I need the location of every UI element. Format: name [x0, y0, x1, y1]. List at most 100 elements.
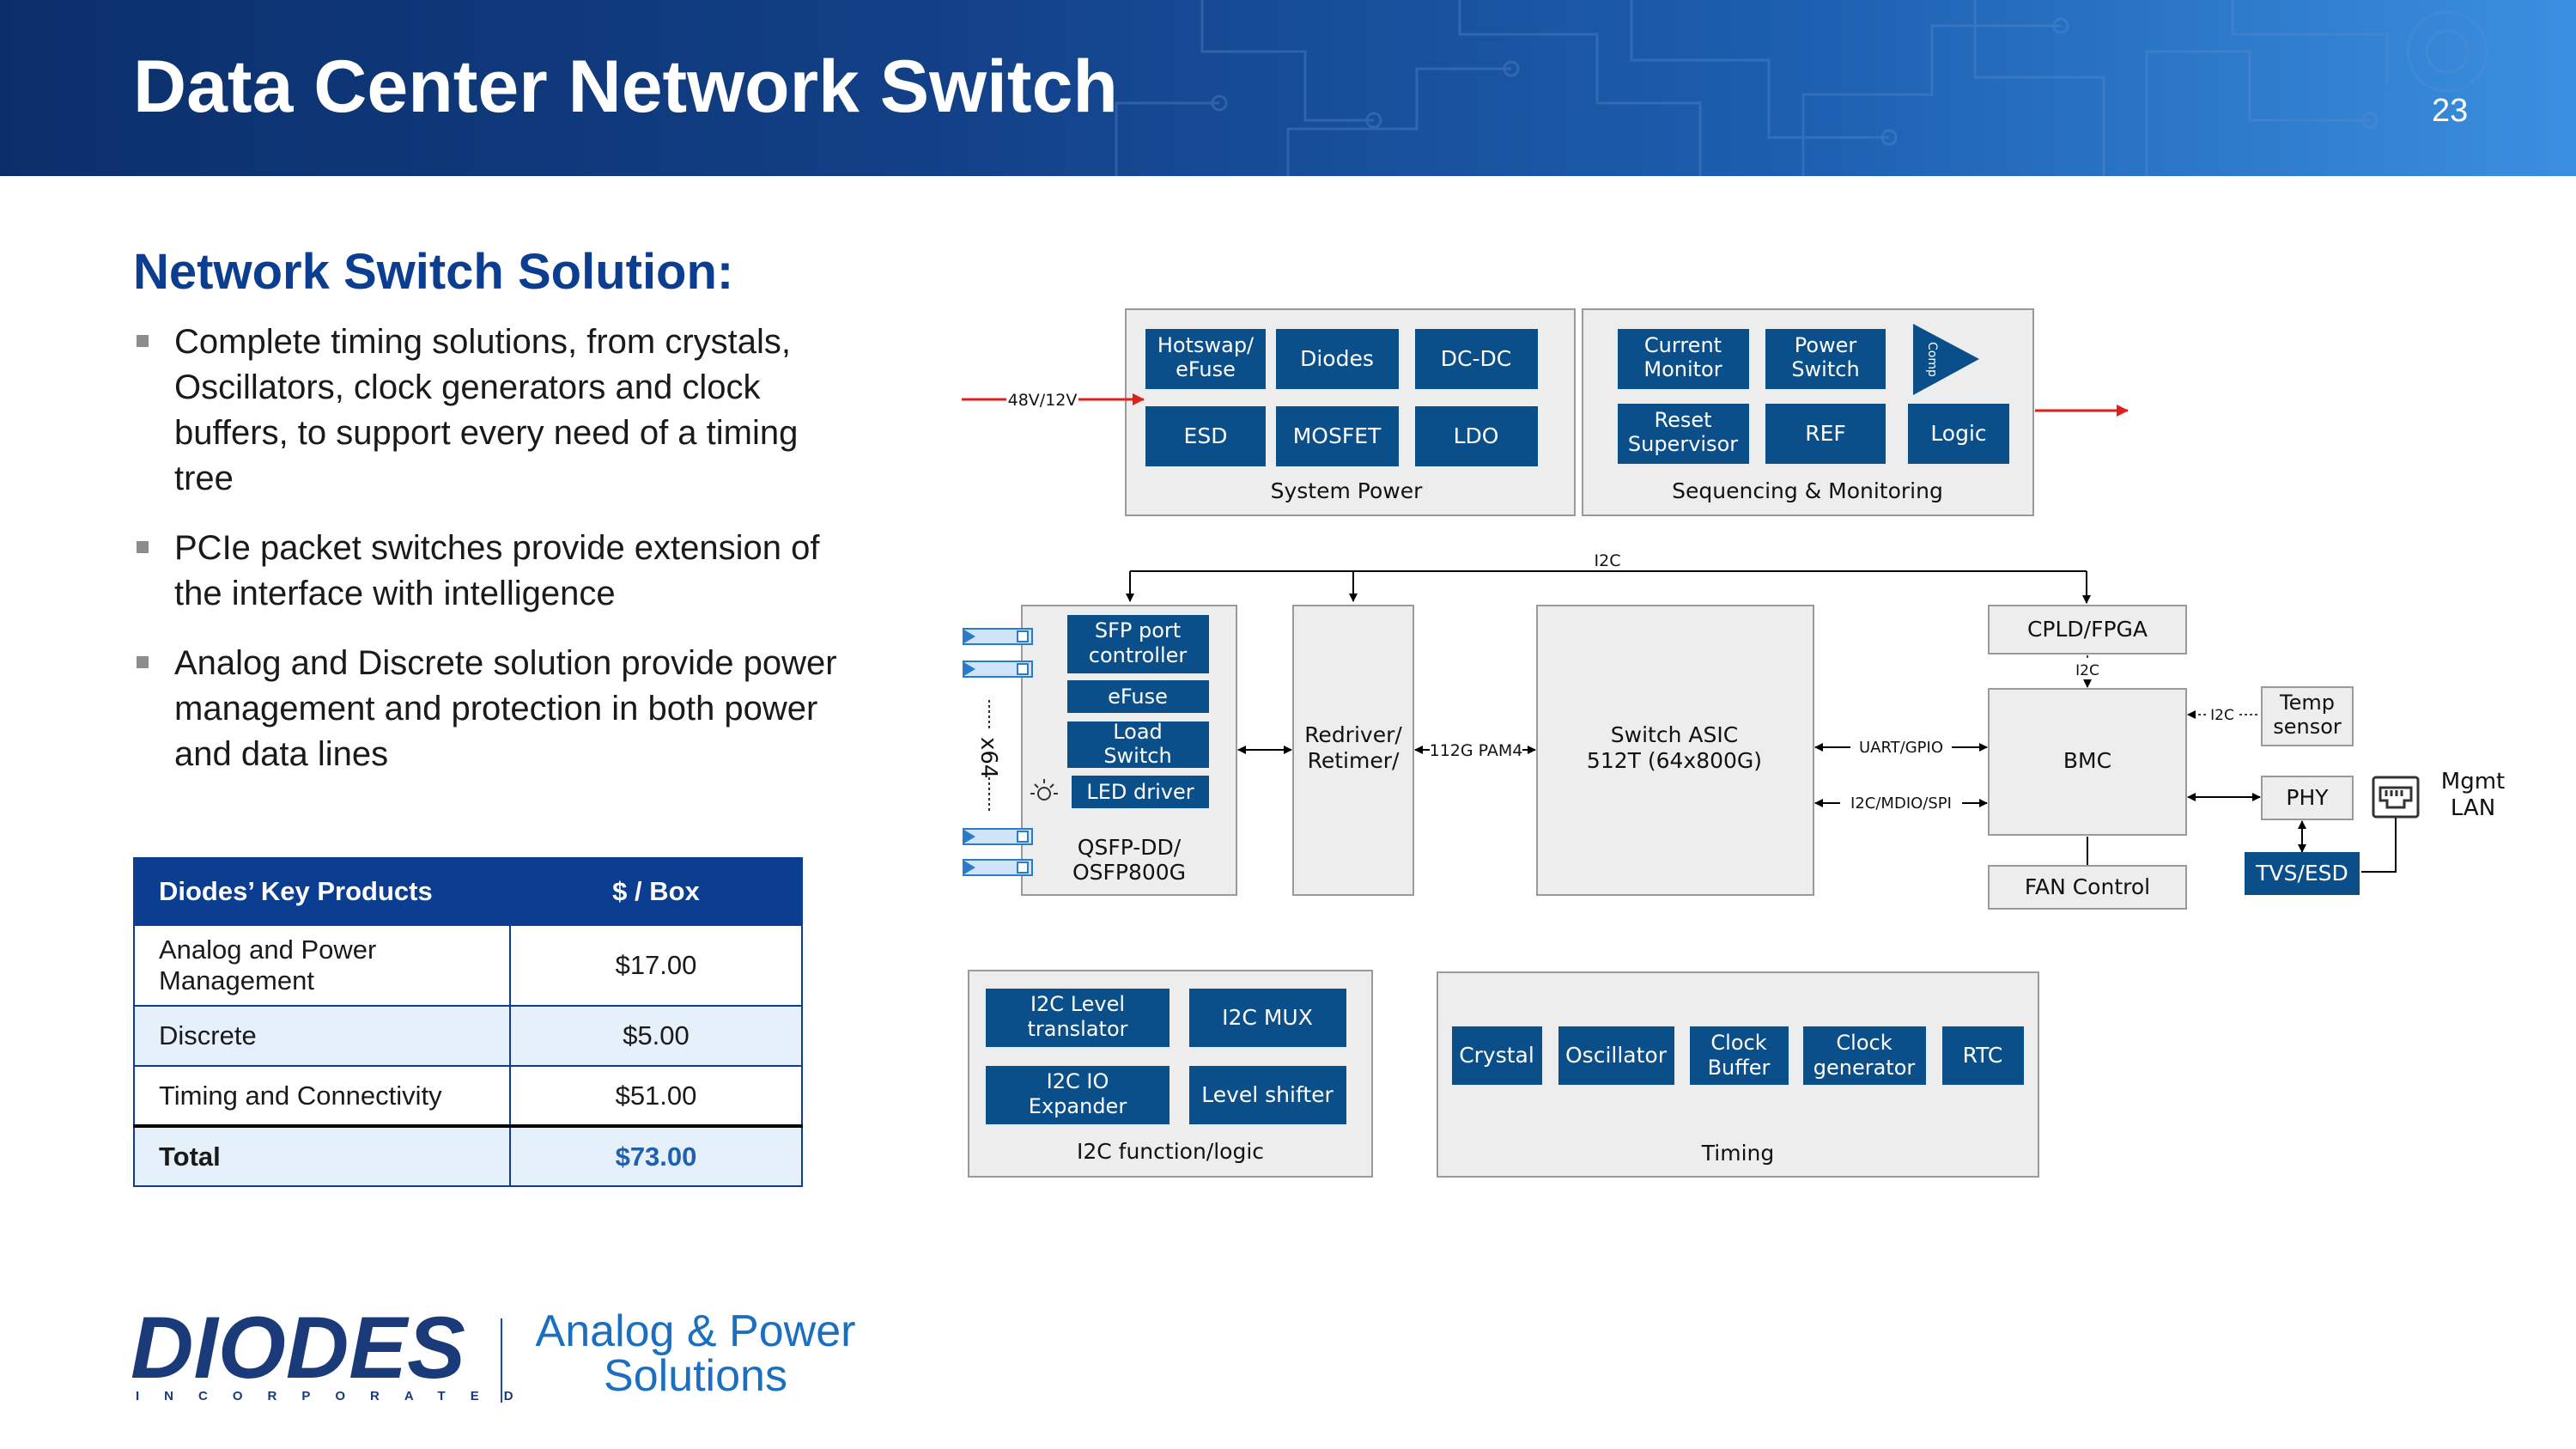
optical-port-icons	[963, 628, 1033, 876]
comparator-icon: Comp	[1913, 324, 1979, 395]
svg-text:DC-DC: DC-DC	[1441, 346, 1511, 371]
svg-text:Temp: Temp	[2279, 691, 2335, 715]
oscillator-block: Oscillator	[1558, 1026, 1674, 1085]
svg-text:generator: generator	[1814, 1056, 1916, 1080]
svg-text:OSFP800G: OSFP800G	[1072, 860, 1186, 885]
bullet-square-icon	[137, 335, 149, 347]
power-switch-block: Power Switch	[1765, 329, 1886, 389]
svg-text:FAN Control: FAN Control	[2025, 874, 2150, 899]
i2c-mux-block: I2C MUX	[1189, 989, 1346, 1047]
diodes-block: Diodes	[1276, 329, 1399, 389]
tvs-lan-link	[2361, 816, 2397, 873]
rj45-port-icon	[2372, 776, 2420, 819]
i2c-bus-label: I2C	[1595, 551, 1621, 570]
price-cell: $5.00	[509, 1005, 803, 1067]
svg-text:Diodes: Diodes	[1300, 346, 1374, 371]
svg-text:PHY: PHY	[2286, 785, 2329, 810]
table-total-row: Total $73.00	[133, 1124, 803, 1187]
mdio-label: I2C/MDIO/SPI	[1850, 795, 1952, 813]
key-products-table: Diodes’ Key Products $ / Box Analog and …	[133, 857, 803, 1187]
svg-text:I2C MUX: I2C MUX	[1222, 1005, 1313, 1030]
svg-text:Supervisor: Supervisor	[1628, 432, 1738, 456]
svg-text:Logic: Logic	[1930, 421, 1986, 446]
svg-text:Clock: Clock	[1836, 1031, 1892, 1055]
logo-divider	[501, 1318, 502, 1403]
svg-text:Crystal: Crystal	[1459, 1043, 1534, 1068]
rtc-block: RTC	[1942, 1026, 2024, 1085]
bmc-block: BMC	[1988, 688, 2187, 836]
svg-text:48V/12V: 48V/12V	[1008, 391, 1078, 410]
svg-text:CPLD/FPGA: CPLD/FPGA	[2027, 617, 2148, 642]
svg-text:TVS/ESD: TVS/ESD	[2255, 861, 2348, 886]
svg-text:SFP port: SFP port	[1095, 618, 1181, 642]
fan-control-block: FAN Control	[1988, 865, 2187, 910]
diodes-logo-text: DIODES	[131, 1314, 465, 1383]
pam4-link-label: 112G PAM4	[1430, 741, 1523, 760]
svg-text:Power: Power	[1795, 333, 1857, 357]
tvs-esd-block: TVS/ESD	[2245, 852, 2360, 895]
power-input-arrow: 48V/12V	[962, 388, 1145, 411]
svg-text:REF: REF	[1805, 421, 1846, 446]
svg-text:Level shifter: Level shifter	[1201, 1082, 1334, 1107]
clock-buffer-block: Clock Buffer	[1690, 1026, 1789, 1085]
crystal-block: Crystal	[1452, 1026, 1542, 1085]
total-label-cell: Total	[133, 1124, 511, 1187]
table-row: Timing and Connectivity $51.00	[133, 1065, 803, 1127]
header-banner: Data Center Network Switch 23	[0, 0, 2576, 176]
i2c-io-expander-block: I2C IO Expander	[986, 1066, 1170, 1124]
svg-text:Switch: Switch	[1103, 744, 1171, 768]
svg-text:Reset: Reset	[1654, 408, 1711, 432]
product-cell: Timing and Connectivity	[133, 1065, 511, 1127]
price-cell: $17.00	[509, 924, 803, 1007]
svg-text:BMC: BMC	[2063, 748, 2111, 773]
svg-text:Switch: Switch	[1791, 357, 1859, 381]
i2c-bus	[1126, 570, 2091, 604]
mgmt-lan-label: Mgmt	[2441, 769, 2505, 795]
led-icon	[1030, 779, 1058, 801]
svg-text:QSFP-DD/: QSFP-DD/	[1078, 835, 1182, 860]
svg-text:Expander: Expander	[1029, 1094, 1127, 1118]
current-monitor-block: Current Monitor	[1618, 329, 1749, 389]
bullet-item: Complete timing solutions, from crystals…	[133, 320, 846, 502]
svg-text:512T (64x800G): 512T (64x800G)	[1587, 748, 1762, 773]
ldo-block: LDO	[1415, 406, 1538, 466]
table-header-row: Diodes’ Key Products $ / Box	[133, 857, 803, 926]
svg-text:eFuse: eFuse	[1176, 357, 1236, 381]
bullet-item: PCIe packet switches provide extension o…	[133, 526, 846, 617]
svg-text:eFuse: eFuse	[1108, 685, 1168, 709]
svg-text:Comp: Comp	[1925, 342, 1939, 377]
uart-gpio-label: UART/GPIO	[1859, 739, 1943, 757]
mgmt-lan-label: LAN	[2451, 795, 2495, 821]
circuit-pattern-graphic	[1115, 0, 2488, 176]
esd-block: ESD	[1145, 406, 1266, 466]
x64-port-count: x64	[975, 700, 1001, 812]
logo-tagline: Analog & Power Solutions	[535, 1306, 856, 1401]
column-header-product: Diodes’ Key Products	[133, 857, 511, 926]
cpld-fpga-block: CPLD/FPGA	[1988, 605, 2187, 654]
svg-text:Switch ASIC: Switch ASIC	[1611, 722, 1738, 747]
svg-text:I2C function/logic: I2C function/logic	[1077, 1139, 1264, 1164]
product-cell: Discrete	[133, 1005, 511, 1067]
page-number: 23	[2432, 93, 2469, 129]
svg-text:Buffer: Buffer	[1708, 1056, 1771, 1080]
table-row: Discrete $5.00	[133, 1005, 803, 1067]
svg-text:System Power: System Power	[1271, 478, 1423, 503]
mosfet-block: MOSFET	[1276, 406, 1399, 466]
svg-text:I2C IO: I2C IO	[1047, 1069, 1109, 1093]
price-cell: $51.00	[509, 1065, 803, 1127]
section-heading: Network Switch Solution:	[133, 244, 734, 300]
svg-text:ESD: ESD	[1184, 423, 1228, 448]
total-price-cell: $73.00	[509, 1124, 803, 1187]
dc-dc-block: DC-DC	[1415, 329, 1538, 389]
bmc-temp-i2c-label: I2C	[2210, 707, 2234, 724]
svg-text:Hotswap/: Hotswap/	[1157, 333, 1255, 357]
svg-text:sensor: sensor	[2273, 715, 2342, 739]
sfp-port-controller-block: SFP port controller	[1067, 615, 1209, 673]
phy-block: PHY	[2261, 776, 2354, 820]
svg-text:RTC: RTC	[1963, 1043, 2003, 1068]
svg-text:Timing: Timing	[1701, 1141, 1774, 1166]
svg-text:Load: Load	[1113, 720, 1163, 744]
